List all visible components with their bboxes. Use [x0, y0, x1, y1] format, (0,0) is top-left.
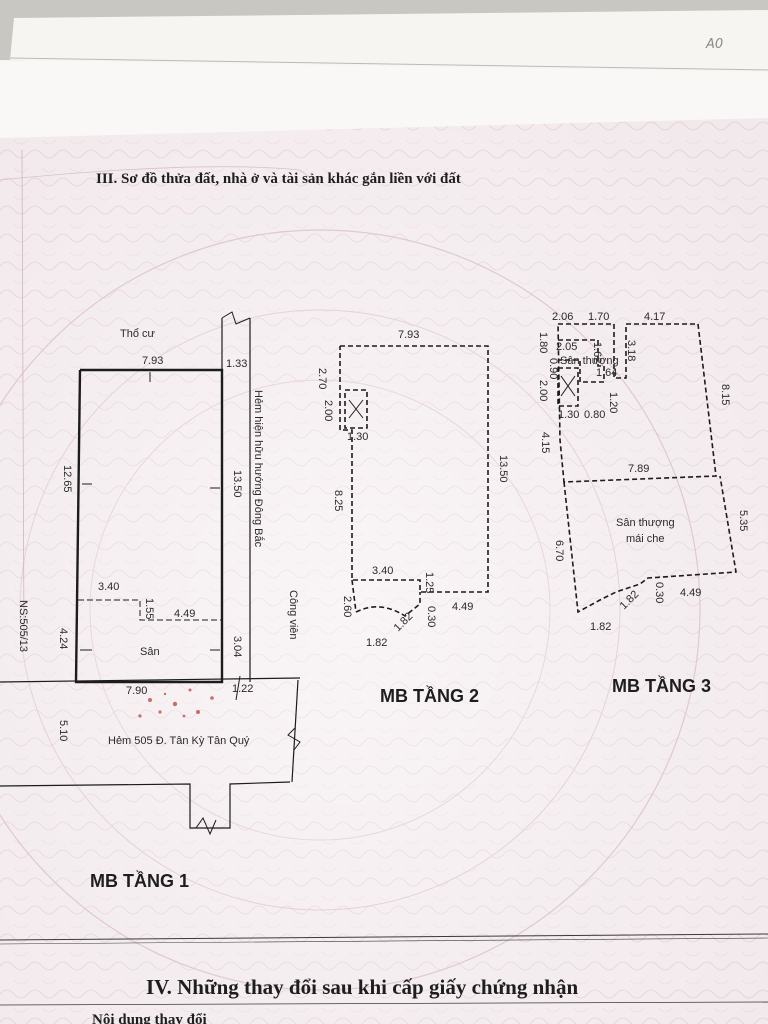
- floor1-dim-yard-left: 4.24: [57, 628, 69, 649]
- floor2-dim-left-lower: 8.25: [332, 490, 344, 511]
- floor1-dim-right: 13.50: [231, 470, 243, 498]
- floor1-sheet-ref: NS:505/13: [17, 600, 29, 652]
- floor3-dim-a1: 2.05: [556, 341, 577, 353]
- floor3-title: MB TẦNG 3: [612, 675, 711, 696]
- floor3-dim-balcony-c: 0.30: [653, 582, 665, 603]
- floor1-stamp-marks: [138, 688, 214, 718]
- floor2-dim-step-w: 3.40: [372, 565, 393, 577]
- floor3-covered-outline: [563, 475, 737, 614]
- floor3-terrace-box: [558, 339, 605, 383]
- floor3-dim-left: 4.15: [539, 432, 551, 453]
- floor2-plan: [339, 345, 489, 617]
- floor1-dim-top: 7.93: [142, 355, 163, 367]
- floor2-dim-stair-h: 2.00: [322, 400, 334, 421]
- floor3-terrace-label: Sân thượng: [560, 355, 619, 367]
- floor2-dim-step-h: 1.25: [423, 572, 435, 593]
- certificate-page: [0, 118, 768, 1024]
- floor3-dim-r1: 3.18: [625, 340, 637, 361]
- floor3-dim-s3: 2.00: [537, 380, 549, 401]
- floor2-balcony: [355, 592, 421, 617]
- section-iv-title: IV. Những thay đổi sau khi cấp giấy chứn…: [146, 975, 578, 999]
- floor3-covered-label-1: Sân thượng: [616, 517, 675, 529]
- floor2-dim-left-top: 2.70: [316, 368, 328, 389]
- floor2-dim-balcony-left: 2.60: [341, 596, 353, 617]
- floor3-dim-t2: 1.70: [588, 311, 609, 323]
- floor3-dim-cov-right: 5.35: [737, 510, 749, 531]
- floor2-dim-balcony-a: 1.82: [366, 637, 387, 649]
- floor1-yard-boundary: [78, 599, 222, 621]
- floor1-north-label: Thổ cư: [120, 328, 156, 340]
- section-iv-partial: Nội dung thay đổi: [92, 1012, 207, 1024]
- floor1-dim-step-height: 1.55: [143, 598, 155, 619]
- floor3-dim-r3: 1.20: [607, 392, 619, 413]
- floor1-dim-lane-top: 1.33: [226, 358, 247, 370]
- floor3-dim-w1: 1.30: [558, 409, 579, 421]
- floor3-dim-t1: 2.06: [552, 311, 573, 323]
- floor3-dim-cov-left: 6.70: [553, 540, 565, 561]
- floor3-dim-r2: 1.64: [596, 367, 617, 379]
- floor3-dim-t3: 4.17: [644, 311, 665, 323]
- floor3-outline: [557, 323, 717, 483]
- floor3-dim-s2: 0.90: [547, 358, 559, 379]
- floor3-dim-balcony-a: 1.82: [590, 621, 611, 633]
- floor3-dim-right: 8.15: [719, 384, 731, 405]
- floor3-dim-mid: 7.89: [628, 463, 649, 475]
- section-iii-title: III. Sơ đồ thửa đất, nhà ở và tài sản kh…: [96, 171, 461, 187]
- floor1-plan: [0, 311, 301, 836]
- floor3-plan: [557, 323, 737, 614]
- floor1-dim-yard-right: 3.04: [231, 636, 243, 657]
- floor1-lane-label: Hẻm hiện hữu hướng Đông Bắc: [252, 390, 265, 548]
- floor1-dim-inner-width: 4.49: [174, 608, 195, 620]
- floor1-yard-label: Sân: [140, 646, 160, 658]
- floor3-dim-balcony-w: 4.49: [680, 587, 701, 599]
- floor3-covered-label-2: mái che: [626, 533, 665, 545]
- floor2-dim-balcony-w: 4.49: [452, 601, 473, 613]
- floor3-stair: [557, 367, 579, 407]
- corner-note: A0: [705, 37, 723, 52]
- floor2-stair: [344, 389, 368, 429]
- floor1-park-label: Công viên: [287, 590, 299, 640]
- floor1-dim-lane-bottom: 1.22: [232, 683, 253, 695]
- floor1-dim-left: 12.65: [61, 465, 73, 493]
- floor3-dim-s1: 1.80: [537, 332, 549, 353]
- floor2-dim-top: 7.93: [398, 329, 419, 341]
- floor2-dim-stair-w: 1.30: [347, 431, 368, 443]
- floor2-dim-balcony-c: 0.30: [425, 606, 437, 627]
- floor2-dim-right: 13.50: [497, 455, 509, 483]
- floor3-dim-w2: 0.80: [584, 409, 605, 421]
- floor1-dim-step-width: 3.40: [98, 581, 119, 593]
- floor1-dim-bottom: 7.90: [126, 685, 147, 697]
- floor2-outline: [339, 345, 489, 593]
- floor1-dim-road-depth: 5.10: [57, 720, 69, 741]
- floor3-dim-a2: 1.62: [591, 342, 603, 363]
- floor2-title: MB TẦNG 2: [380, 685, 479, 706]
- floor1-front-road-label: Hẻm 505 Đ. Tân Kỳ Tân Quý: [108, 735, 250, 747]
- floor1-title: MB TẦNG 1: [90, 870, 189, 891]
